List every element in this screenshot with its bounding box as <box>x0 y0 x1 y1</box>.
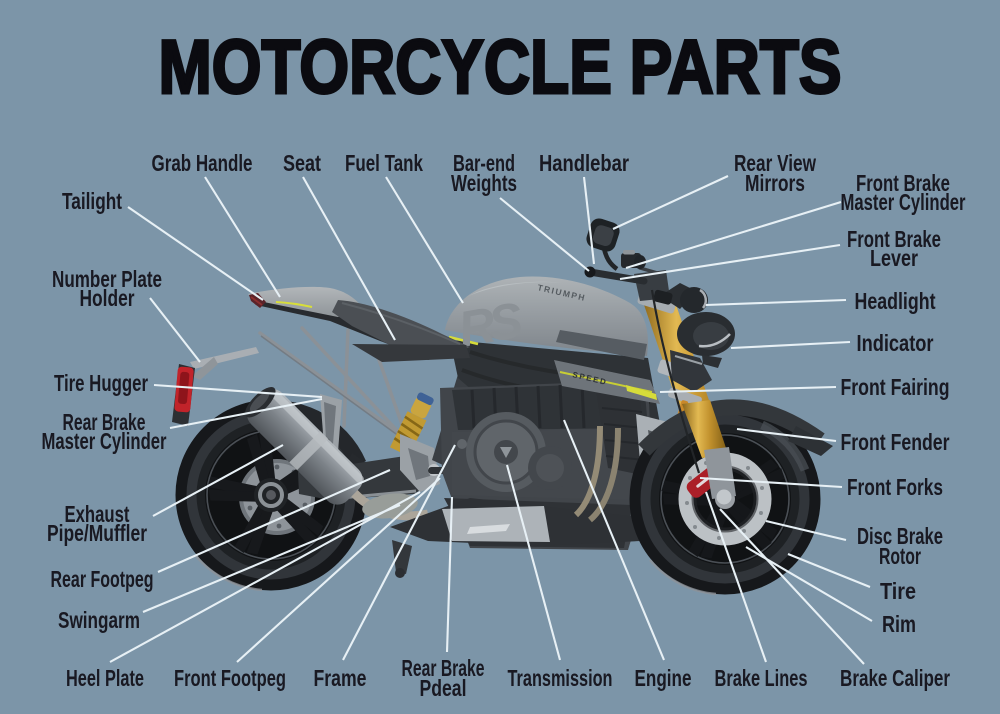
svg-text:Front Footpeg: Front Footpeg <box>174 665 286 691</box>
svg-text:Transmission: Transmission <box>508 665 613 691</box>
svg-text:Seat: Seat <box>283 150 321 176</box>
svg-text:Handlebar: Handlebar <box>539 150 629 176</box>
svg-text:Fuel Tank: Fuel Tank <box>345 150 423 176</box>
svg-text:Frame: Frame <box>314 665 367 691</box>
svg-text:Rim: Rim <box>882 611 916 637</box>
svg-text:Front Brake: Front Brake <box>856 170 950 196</box>
svg-text:Tailight: Tailight <box>62 188 122 214</box>
svg-text:Bar-end: Bar-end <box>453 150 515 176</box>
svg-text:Mirrors: Mirrors <box>745 170 805 196</box>
svg-text:Front Brake: Front Brake <box>847 226 941 252</box>
svg-text:Pdeal: Pdeal <box>420 675 467 701</box>
svg-text:Grab Handle: Grab Handle <box>152 150 253 176</box>
svg-text:Master Cylinder: Master Cylinder <box>841 189 966 215</box>
svg-text:Heel Plate: Heel Plate <box>66 665 144 691</box>
svg-text:Headlight: Headlight <box>855 288 936 314</box>
svg-text:Tire Hugger: Tire Hugger <box>54 370 148 396</box>
svg-text:Pipe/Muffler: Pipe/Muffler <box>47 520 147 546</box>
svg-text:Weights: Weights <box>451 170 517 196</box>
svg-text:Front Fender: Front Fender <box>841 429 950 455</box>
svg-text:Indicator: Indicator <box>857 330 934 356</box>
svg-text:Lever: Lever <box>870 245 918 271</box>
svg-text:Front Fairing: Front Fairing <box>841 374 950 400</box>
svg-text:Rear Brake: Rear Brake <box>63 409 146 435</box>
svg-text:Engine: Engine <box>635 665 692 691</box>
svg-text:Swingarm: Swingarm <box>58 607 140 633</box>
svg-text:Brake Caliper: Brake Caliper <box>840 665 950 691</box>
svg-text:Disc Brake: Disc Brake <box>857 523 943 549</box>
svg-text:Rotor: Rotor <box>879 543 921 569</box>
svg-text:Master Cylinder: Master Cylinder <box>42 428 167 454</box>
svg-text:Number Plate: Number Plate <box>52 266 162 292</box>
svg-text:Exhaust: Exhaust <box>65 501 130 527</box>
svg-text:Rear View: Rear View <box>734 150 816 176</box>
svg-text:Rear Brake: Rear Brake <box>402 655 485 681</box>
svg-text:MOTORCYCLE PARTS: MOTORCYCLE PARTS <box>159 25 842 110</box>
svg-text:Tire: Tire <box>880 578 916 604</box>
svg-text:Brake Lines: Brake Lines <box>715 665 808 691</box>
svg-text:Front Forks: Front Forks <box>847 474 943 500</box>
svg-text:Holder: Holder <box>80 285 135 311</box>
svg-text:Rear Footpeg: Rear Footpeg <box>51 566 154 592</box>
